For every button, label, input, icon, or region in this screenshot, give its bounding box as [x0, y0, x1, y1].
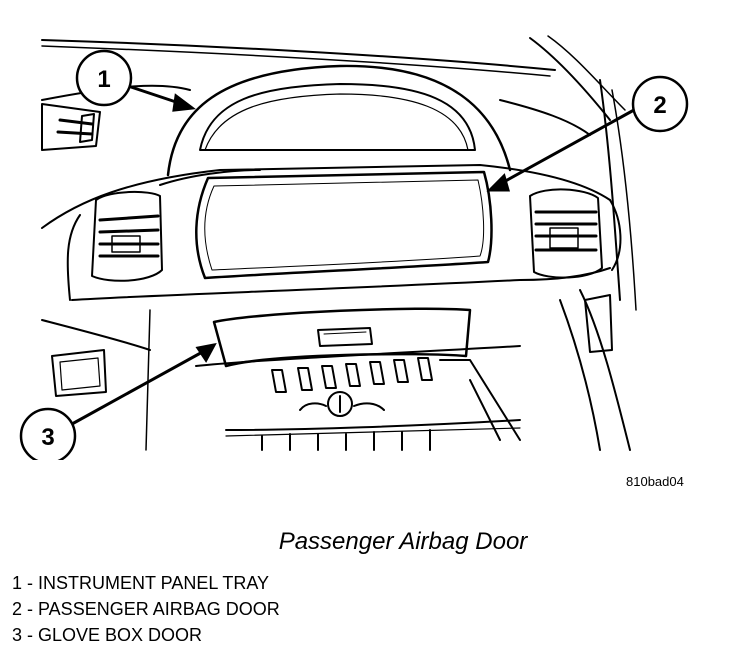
svg-text:3: 3: [41, 424, 54, 451]
glove-box-door: [212, 307, 472, 368]
windshield-edge: [41, 39, 556, 71]
dashboard-illustration: 1 2 3: [19, 35, 689, 460]
a-pillar-inner: [547, 35, 626, 111]
a-pillar: [529, 37, 611, 121]
passenger-airbag-door: [195, 170, 493, 280]
left-center-vent: [91, 190, 163, 282]
figure-caption: Passenger Airbag Door: [278, 528, 528, 555]
legend-item: 2 - PASSENGER AIRBAG DOOR: [12, 599, 280, 619]
figure-reference-code: 810bad04: [626, 474, 684, 489]
svg-text:1: 1: [97, 66, 110, 93]
dash-upper-contour: [41, 164, 611, 229]
instrument-panel-tray: [166, 64, 512, 177]
legend-item: 3 - GLOVE BOX DOOR: [12, 625, 203, 645]
dash-top-line-right: [499, 99, 591, 136]
callout-3: 3: [19, 407, 77, 460]
dash-lower-edge: [71, 267, 611, 301]
glove-box-handle: [317, 327, 373, 347]
legend-item: 1 - INSTRUMENT PANEL TRAY: [12, 573, 270, 593]
left-side-vent: [41, 103, 101, 151]
legend: 1 - INSTRUMENT PANEL TRAY 2 - PASSENGER …: [12, 570, 280, 648]
callout-2: 2: [631, 75, 689, 133]
svg-text:2: 2: [653, 92, 666, 119]
windshield-edge-inner: [41, 45, 551, 77]
wrench-icon: [299, 391, 385, 417]
callout-1: 1: [75, 49, 133, 107]
right-center-vent: [529, 188, 603, 279]
